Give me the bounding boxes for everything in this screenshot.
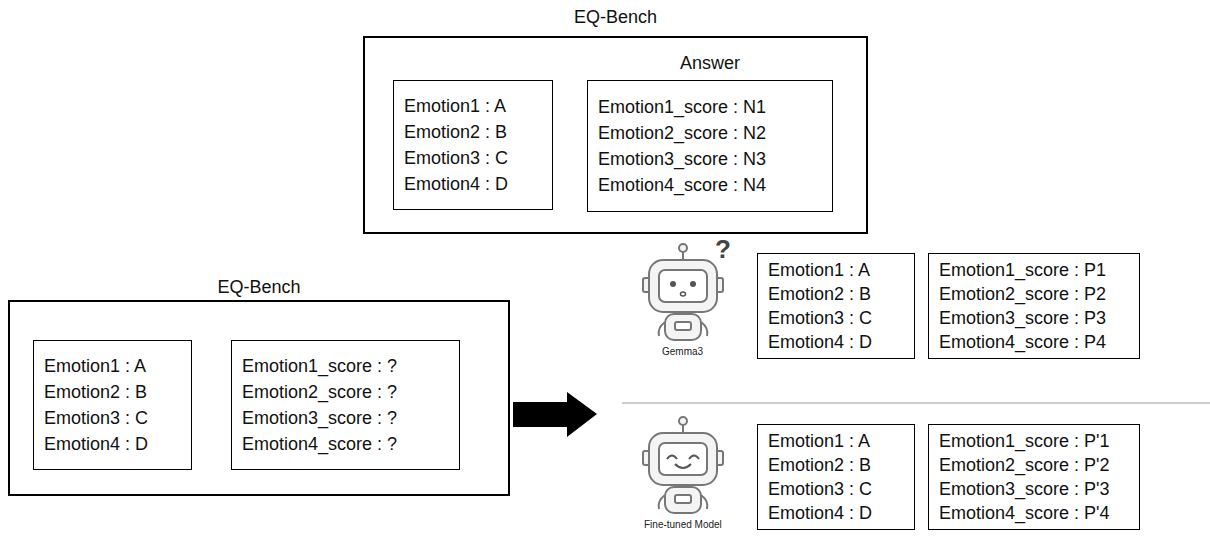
list-line: Emotion3 : C [44,405,148,431]
list-line: Emotion1 : A [768,429,870,453]
emotion-list-box: Emotion1 : AEmotion2 : BEmotion3 : CEmot… [757,424,915,530]
robot-icon [643,244,723,340]
list-line: Emotion2_score : P'2 [939,453,1110,477]
list-line: Emotion2_score : P2 [939,282,1106,306]
list-line: Emotion1_score : P1 [939,258,1106,282]
robot-icon [643,417,723,513]
list-line: Emotion3_score : P'3 [939,477,1110,501]
list-line: Emotion4_score : ? [242,431,397,457]
question-mark: ? [715,234,731,265]
list-line: Emotion2 : B [404,119,507,145]
list-line: Emotion1 : A [404,93,506,119]
list-line: Emotion3 : C [768,306,872,330]
process-arrow [513,392,597,437]
dataset-box: EQ-BenchEmotion1 : AEmotion2 : BEmotion3… [363,36,868,234]
list-line: Emotion4 : D [768,330,872,354]
list-line: Emotion3_score : P3 [939,306,1106,330]
list-line: Emotion2 : B [768,282,871,306]
text-column: Emotion1 : AEmotion2 : BEmotion3 : CEmot… [34,341,191,469]
divider-line [622,403,1210,404]
prediction-score-box: Emotion1_score : P'1Emotion2_score : P'2… [928,424,1140,530]
list-line: Emotion4 : D [404,171,508,197]
model-name: Gemma3 [662,346,703,357]
text-column: Emotion1_score : ?Emotion2_score : ?Emot… [232,341,459,469]
box-heading: EQ-Bench [10,277,508,298]
list-line: Emotion3_score : N3 [598,146,766,172]
emotion-list-box: Emotion1 : AEmotion2 : BEmotion3 : CEmot… [757,253,915,359]
list-line: Emotion3 : C [768,477,872,501]
text-column: Emotion1_score : P1Emotion2_score : P2Em… [929,254,1139,358]
text-column: Emotion1 : AEmotion2 : BEmotion3 : CEmot… [758,254,914,358]
box-heading: EQ-Bench [365,7,866,28]
prediction-score-box: Emotion1_score : P1Emotion2_score : P2Em… [928,253,1140,359]
score-list-box: Emotion1_score : ?Emotion2_score : ?Emot… [231,340,460,470]
list-line: Emotion1_score : ? [242,353,397,379]
answer-score-box: AnswerEmotion1_score : N1Emotion2_score … [587,80,833,212]
text-column: Emotion1 : AEmotion2 : BEmotion3 : CEmot… [758,425,914,529]
text-column: Emotion1_score : N1Emotion2_score : N2Em… [588,81,832,211]
emotion-list-box: Emotion1 : AEmotion2 : BEmotion3 : CEmot… [393,80,553,210]
list-line: Emotion2_score : N2 [598,120,766,146]
text-column: Emotion1_score : P'1Emotion2_score : P'2… [929,425,1139,529]
list-line: Emotion4 : D [44,431,148,457]
list-line: Emotion1 : A [768,258,870,282]
list-line: Emotion3 : C [404,145,508,171]
list-line: Emotion4_score : P'4 [939,501,1110,525]
list-line: Emotion1_score : P'1 [939,429,1110,453]
list-line: Emotion2_score : ? [242,379,397,405]
list-line: Emotion3_score : ? [242,405,397,431]
list-line: Emotion1 : A [44,353,146,379]
dataset-box: EQ-BenchEmotion1 : AEmotion2 : BEmotion3… [8,300,510,496]
list-line: Emotion2 : B [44,379,147,405]
model-name: Fine-tuned Model [644,519,722,530]
list-line: Emotion1_score : N1 [598,94,766,120]
emotion-list-box: Emotion1 : AEmotion2 : BEmotion3 : CEmot… [33,340,192,470]
list-line: Emotion4 : D [768,501,872,525]
list-line: Emotion4_score : P4 [939,330,1106,354]
text-column: Emotion1 : AEmotion2 : BEmotion3 : CEmot… [394,81,552,209]
list-line: Emotion4_score : N4 [598,172,766,198]
box-heading: Answer [588,53,832,74]
list-line: Emotion2 : B [768,453,871,477]
